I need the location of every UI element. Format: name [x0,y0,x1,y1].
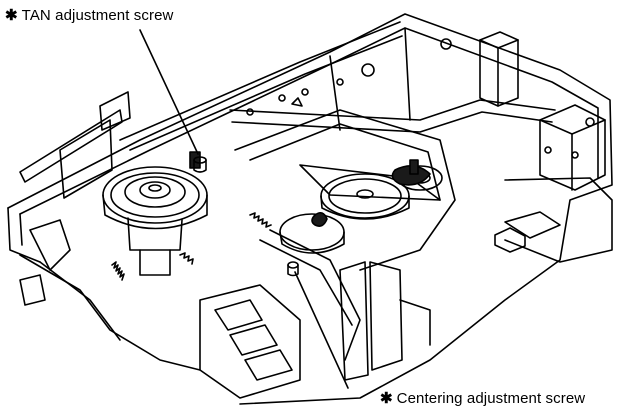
tan-adjustment-screw [194,157,206,172]
centering-leader-line [295,272,348,388]
dark-parts [190,152,430,226]
tan-label-text: TAN adjustment screw [21,7,174,24]
tan-leader-line [140,30,198,154]
asterisk-marker: ✱ [380,390,393,407]
turntable [103,167,207,275]
tan-adjustment-screw-label: ✱TAN adjustment screw [5,6,173,24]
asterisk-marker: ✱ [5,7,18,24]
chassis-frame [8,14,612,404]
springs [112,213,271,280]
centering-adjustment-screw-label: ✱Centering adjustment screw [380,389,585,407]
centering-adjustment-screw [288,262,298,276]
centering-label-text: Centering adjustment screw [396,390,586,407]
gears [280,165,442,253]
